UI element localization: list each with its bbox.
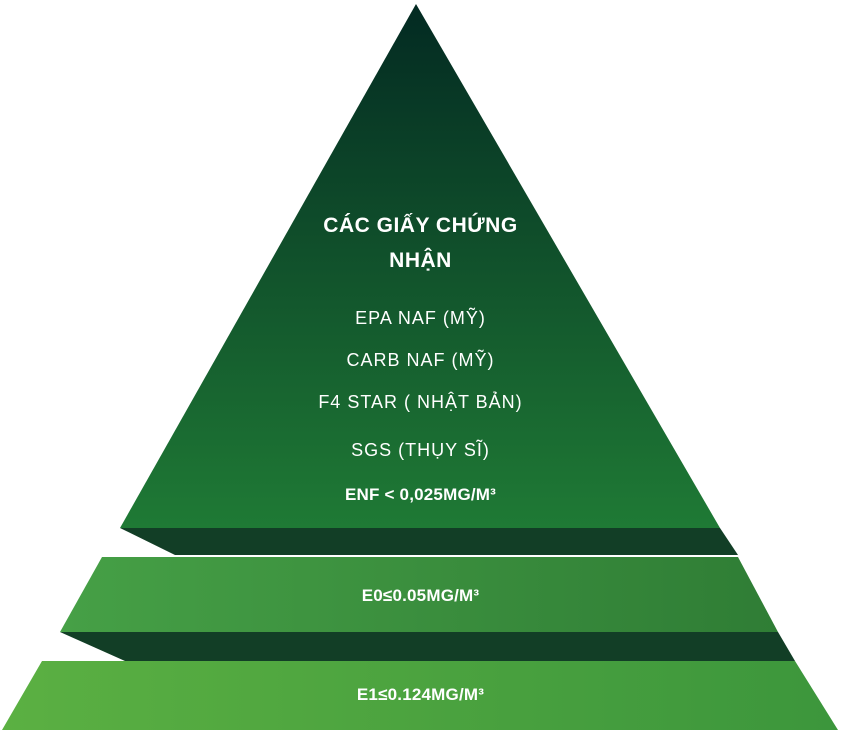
certification-item-epa: EPA NAF (MỸ) xyxy=(355,308,486,328)
e0-emission-label: E0≤0.05MG/M³ xyxy=(361,586,480,605)
pyramid-middle-tier xyxy=(60,557,778,632)
pyramid-ledge-top xyxy=(120,528,738,555)
e1-emission-label: E1≤0.124MG/M³ xyxy=(356,685,485,704)
pyramid-top-tier xyxy=(120,4,720,528)
certification-item-f4star: F4 STAR ( NHẬT BẢN) xyxy=(318,392,523,412)
pyramid-bottom-tier xyxy=(2,661,838,730)
certification-item-carb: CARB NAF (MỸ) xyxy=(346,350,495,370)
certifications-heading-line1: CÁC GIẤY CHỨNG xyxy=(323,214,518,237)
certification-item-sgs: SGS (THỤY SĨ) xyxy=(351,440,490,460)
enf-emission-label: ENF < 0,025MG/M³ xyxy=(344,485,497,504)
certifications-heading-line2: NHẬN xyxy=(389,249,452,272)
pyramid-ledge-middle xyxy=(60,632,795,661)
